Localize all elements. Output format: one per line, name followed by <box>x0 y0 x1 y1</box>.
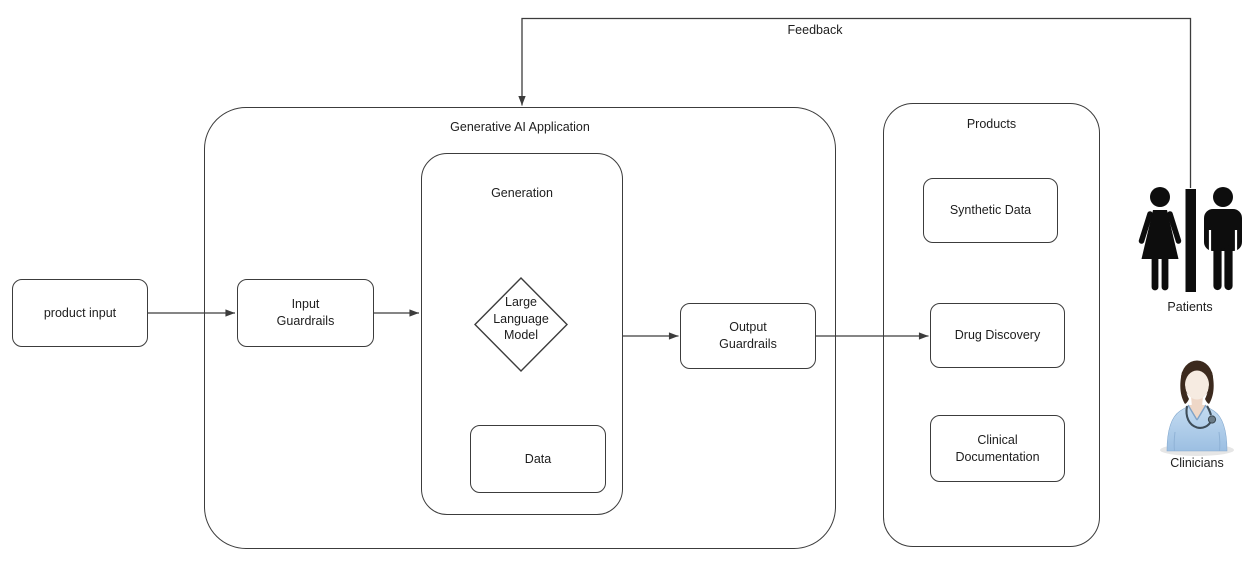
container-generation: Generation <box>421 153 623 515</box>
woman-icon <box>1138 187 1182 291</box>
generative-ai-application-title: Generative AI Application <box>450 120 590 134</box>
node-input-guardrails: Input Guardrails <box>237 279 374 347</box>
node-drug-discovery-label: Drug Discovery <box>954 328 1041 343</box>
feedback-label: Feedback <box>787 23 843 37</box>
container-generative-ai-application: Generative AI Application <box>204 107 836 549</box>
node-data-label: Data <box>524 451 552 466</box>
patients-divider-bar <box>1185 189 1196 292</box>
node-drug-discovery: Drug Discovery <box>930 303 1065 368</box>
patients-icon <box>1138 187 1242 292</box>
clinicians-icon <box>1160 360 1234 456</box>
llm-diamond <box>474 277 568 372</box>
node-output-guardrails-label: Output Guardrails <box>719 320 777 351</box>
node-product-input-label: product input <box>43 305 117 320</box>
patients-label: Patients <box>1167 300 1213 314</box>
node-product-input: product input <box>12 279 148 347</box>
node-clinical-documentation-label: Clinical Documentation <box>955 432 1040 464</box>
node-data: Data <box>470 425 606 493</box>
node-output-guardrails: Output Guardrails <box>680 303 816 369</box>
generation-title: Generation <box>491 186 553 200</box>
node-input-guardrails-label: Input Guardrails <box>276 297 335 328</box>
container-products: Products <box>883 103 1100 547</box>
products-title: Products <box>966 117 1017 131</box>
node-clinical-documentation: Clinical Documentation <box>930 415 1065 482</box>
man-icon <box>1204 187 1242 291</box>
feedback-arrow <box>518 17 1192 188</box>
node-synthetic-data: Synthetic Data <box>923 178 1058 243</box>
clinicians-label: Clinicians <box>1170 456 1224 470</box>
node-synthetic-data-label: Synthetic Data <box>949 203 1032 218</box>
node-llm-label: Large Language Model <box>493 295 549 342</box>
